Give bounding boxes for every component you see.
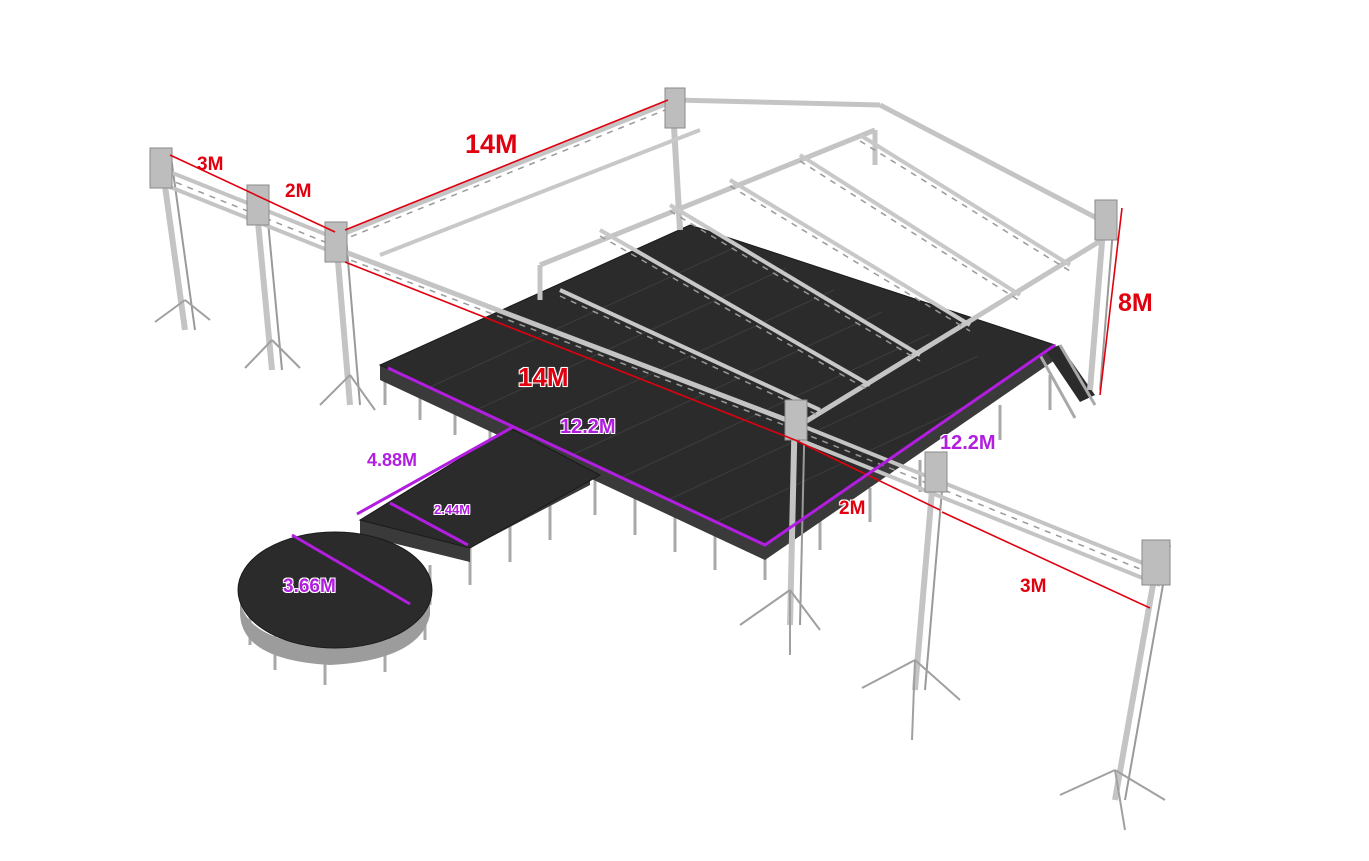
main-stage-depth-dimension: 12.2M (940, 432, 996, 454)
roof-back-width-dimension: 14M (465, 129, 518, 159)
truss-structure (149, 87, 1171, 831)
main-stage-deck (378, 224, 1057, 580)
runway-width-dimension: 2.44M (434, 502, 471, 517)
roof-height-dimension: 8M (1118, 289, 1153, 317)
runway-length-dimension: 4.88M (367, 450, 418, 470)
stage-stairs (1038, 344, 1097, 419)
round-stage-diameter-dimension: 3.66M (283, 576, 336, 597)
right-wing-outer-dimension: 3M (1020, 576, 1047, 597)
roof-front-width-dimension: 14M (518, 362, 569, 392)
left-wing-inner-dimension: 2M (285, 181, 312, 202)
stage-dimension-lines (291, 343, 1056, 606)
main-stage-width-dimension: 12.2M (560, 416, 616, 438)
round-stage-deck (237, 531, 433, 685)
left-wing-outer-dimension: 3M (197, 154, 224, 175)
truss-dimension-lines (169, 99, 1151, 609)
right-wing-inner-dimension: 2M (839, 498, 866, 519)
